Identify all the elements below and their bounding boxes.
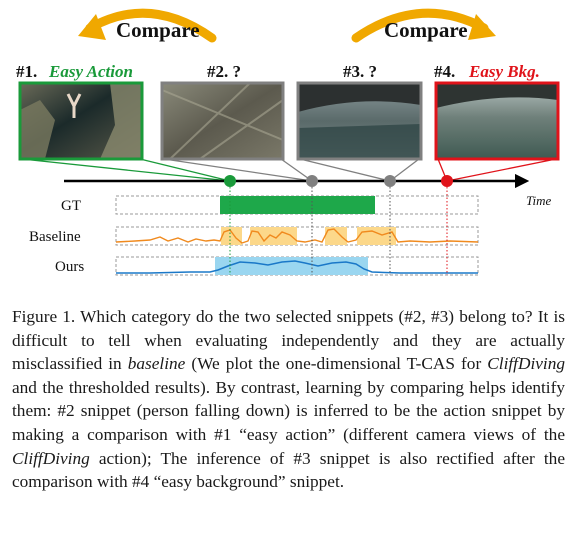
connectors [21, 158, 557, 182]
baseline-thresholded [221, 227, 396, 245]
row-label-ours: Ours [55, 259, 84, 275]
caption-italic-cliffdiving-1: CliffDiving [487, 354, 566, 374]
snippet-3-title: #3. ? [343, 62, 377, 81]
snippet-3-image [296, 81, 423, 161]
compare-label-left: Compare [116, 18, 200, 42]
compare-label-right: Compare [384, 18, 468, 42]
snippet-1-image [18, 81, 144, 161]
snippet-2-image [160, 81, 285, 161]
marker-snippet-1 [224, 175, 236, 187]
snippet-1-num: #1. [16, 62, 37, 81]
ours-thresholded [215, 257, 368, 275]
snippet-2-title: #2. ? [207, 62, 241, 81]
caption-text-4: action); The inference of #3 snippet is … [12, 448, 565, 492]
caption-italic-cliffdiving-2: CliffDiving [12, 448, 90, 468]
ours-tcas-curve [116, 260, 478, 274]
time-label: Time [526, 193, 552, 208]
compare-arrow-left [78, 8, 217, 43]
marker-snippet-2 [306, 175, 318, 187]
snippet-4-num: #4. [434, 62, 455, 81]
caption-text-1: Figure 1. Which category do the two sele… [12, 307, 565, 374]
snippet-4-image [434, 81, 560, 161]
row-label-gt: GT [61, 198, 81, 214]
gt-action-bar [220, 196, 375, 214]
figure: Compare Compare #1. Easy Action #2. ? #3… [16, 8, 560, 276]
baseline-tcas-curve [115, 228, 479, 244]
row-label-baseline: Baseline [29, 229, 81, 245]
figure-caption: Figure 1. Which category do the two sele… [12, 305, 565, 494]
caption-text-2: (We plot the one-dimensional T-CAS for [185, 354, 488, 374]
marker-snippet-3 [384, 175, 396, 187]
caption-text-3: and the thresholded results). By contras… [12, 377, 565, 444]
compare-arrow-right [351, 8, 496, 43]
marker-snippet-4 [441, 175, 453, 187]
snippet-4-title: Easy Bkg. [468, 62, 540, 81]
caption-italic-baseline: baseline [127, 354, 186, 374]
snippet-1-title: Easy Action [48, 62, 133, 81]
